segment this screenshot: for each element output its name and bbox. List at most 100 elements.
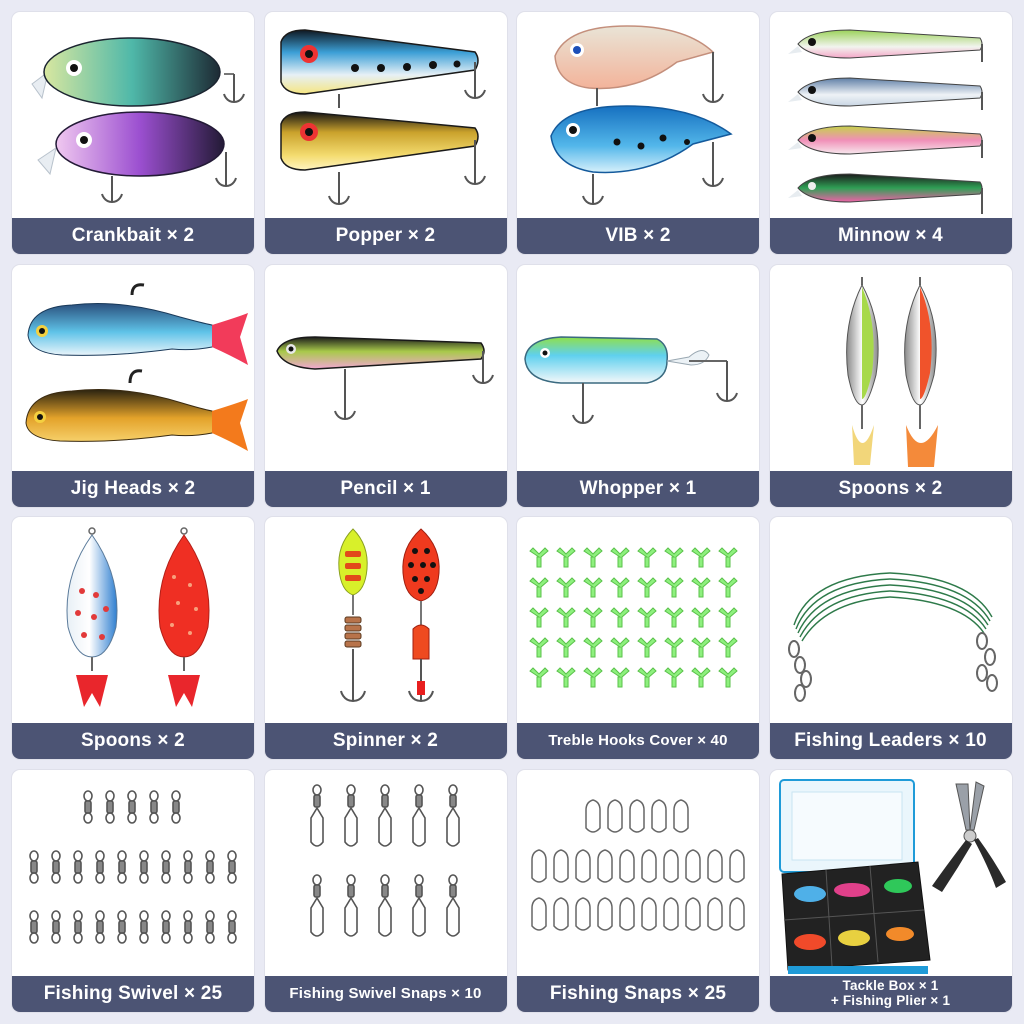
spoon-lure-red: [903, 276, 938, 467]
product-label-line2: + Fishing Plier × 1: [830, 992, 951, 1008]
hook-cover: [718, 607, 738, 628]
hook-cover: [610, 547, 630, 568]
swivel: [161, 849, 171, 884]
product-grid: Crankbait × 2 Popper × 2: [12, 12, 1012, 1012]
hook-cover: [583, 547, 603, 568]
tackle-box: [778, 778, 931, 974]
jig-head-lure-2: [25, 368, 248, 451]
spoon-lure-red: [158, 527, 210, 707]
swivel: [127, 789, 137, 824]
swivel-snap: [343, 783, 358, 847]
vib-lure-1: [554, 25, 724, 106]
product-card-spoons-b: Spoons × 2: [12, 517, 254, 759]
hook-cover: [664, 667, 684, 688]
product-label: Crankbait × 2: [12, 218, 254, 254]
snap: [531, 848, 547, 883]
product-card-jig-heads: Jig Heads × 2: [12, 264, 254, 507]
product-card-pencil: Pencil × 1: [264, 264, 507, 507]
leader-swivels-left: [787, 640, 812, 702]
crankbait-lure-2: [37, 111, 237, 203]
hook-cover: [664, 547, 684, 568]
product-label: Spoons × 2: [769, 470, 1012, 507]
snap: [575, 896, 591, 931]
snap: [553, 896, 569, 931]
popper-image: [279, 29, 486, 205]
swivel-snap: [445, 783, 460, 847]
swivel: [83, 789, 93, 824]
hook-cover: [664, 577, 684, 598]
tackle-box-image: [778, 778, 1006, 974]
minnow-lure-3: [787, 125, 983, 158]
spoon-lure-green: [845, 276, 879, 465]
crankbait-lure-1: [31, 37, 245, 107]
swivel: [73, 849, 83, 884]
hook-cover: [556, 667, 576, 688]
hook-cover: [583, 667, 603, 688]
minnow-lure-2: [787, 77, 983, 110]
spinner-image: [337, 528, 440, 702]
hook-cover: [691, 637, 711, 658]
product-label: Jig Heads × 2: [12, 470, 254, 507]
snap: [629, 798, 645, 833]
product-label: Fishing Swivel Snaps × 10: [264, 975, 507, 1012]
product-card-fishing-snaps: Fishing Snaps × 25: [517, 769, 759, 1012]
spoon-lure-blue-white: [66, 527, 118, 707]
snap: [685, 848, 701, 883]
snap: [607, 798, 623, 833]
minnow-lure-4: [787, 173, 983, 214]
swivel-snap: [309, 783, 324, 847]
hook-cover: [637, 577, 657, 598]
swivel: [105, 789, 115, 824]
minnow-lure-1: [787, 29, 983, 62]
product-card-tackle-box: Tackle Box × 1 + Fishing Plier × 1: [769, 769, 1012, 1012]
swivel: [117, 849, 127, 884]
fishing-snaps-image: [531, 798, 745, 931]
snap: [651, 798, 667, 833]
hook-cover: [583, 607, 603, 628]
hook-cover: [691, 547, 711, 568]
fishing-plier: [931, 780, 1006, 892]
jig-heads-image: [25, 282, 248, 451]
hook-cover: [718, 577, 738, 598]
snap: [685, 896, 701, 931]
swivel: [205, 849, 215, 884]
product-label: Tackle Box × 1 + Fishing Plier × 1: [769, 975, 1012, 1012]
spoons-b-image: [66, 527, 210, 707]
product-label: Fishing Snaps × 25: [517, 975, 759, 1012]
hook-cover: [664, 607, 684, 628]
spoons-a-image: [845, 276, 938, 467]
snap: [619, 896, 635, 931]
fishing-swivels: [29, 789, 237, 944]
treble-hooks-cover-image: [529, 547, 738, 688]
product-card-fishing-leaders: Fishing Leaders × 10: [769, 517, 1012, 759]
popper-lure-2: [279, 111, 486, 205]
swivel: [149, 789, 159, 824]
spinner-lure-yellow: [337, 528, 368, 702]
hook-cover: [610, 577, 630, 598]
hook-cover: [556, 607, 576, 628]
hook-cover: [637, 637, 657, 658]
swivel: [139, 909, 149, 944]
product-card-minnow: Minnow × 4: [769, 12, 1012, 254]
crankbait-image: [31, 37, 245, 203]
hook-cover: [529, 667, 549, 688]
product-card-whopper: Whopper × 1: [517, 264, 759, 507]
product-label: Treble Hooks Cover × 40: [517, 723, 759, 759]
snap: [597, 896, 613, 931]
fishing-swivel-snaps-image: [309, 783, 460, 937]
swivel-snap: [377, 873, 392, 937]
product-label: Minnow × 4: [769, 218, 1012, 254]
snap: [729, 848, 745, 883]
swivel: [227, 849, 237, 884]
product-card-spinner: Spinner × 2: [264, 517, 507, 759]
hook-cover: [691, 577, 711, 598]
minnow-image: [787, 29, 983, 214]
product-label: Fishing Swivel × 25: [12, 975, 254, 1012]
product-label: VIB × 2: [517, 218, 759, 254]
swivel: [117, 909, 127, 944]
hook-cover: [637, 667, 657, 688]
fishing-leaders-image: [787, 572, 998, 702]
swivel-snap: [377, 783, 392, 847]
hook-cover: [718, 637, 738, 658]
hook-cover: [691, 607, 711, 628]
